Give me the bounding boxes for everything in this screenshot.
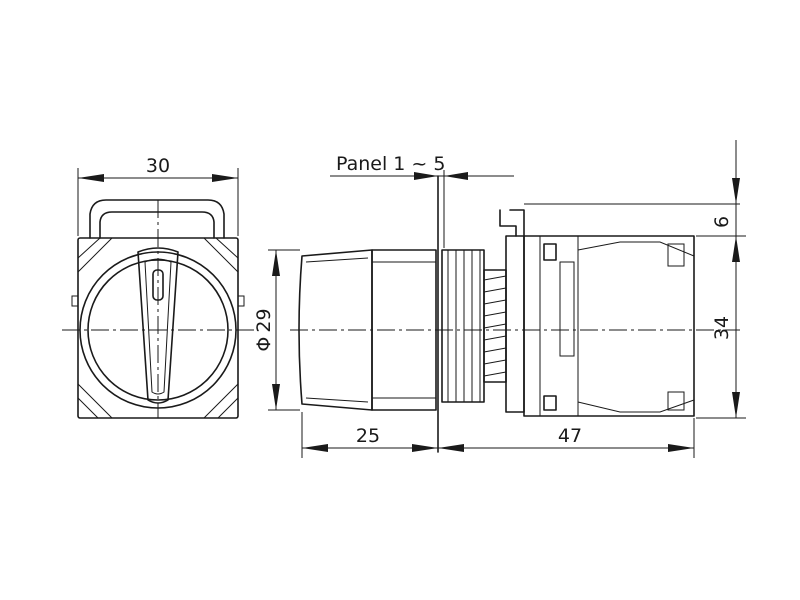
cap-front-edge [305, 257, 369, 403]
side-view [290, 175, 740, 453]
contact-block-profile [577, 241, 695, 413]
right-tab [237, 295, 245, 307]
diameter-value: 29 [253, 308, 275, 332]
contact-block [523, 235, 695, 417]
diameter-label: Φ 29 [253, 308, 275, 351]
dimension-height: 6 34 [696, 140, 746, 419]
bushing-thread [483, 275, 507, 377]
contact-terminal [543, 243, 557, 411]
rear-terminal [667, 243, 685, 411]
arrowhead [212, 174, 238, 182]
arrowhead [302, 444, 328, 452]
arrowhead [438, 444, 464, 452]
arrowhead [732, 178, 740, 204]
body-depth-label: 47 [558, 425, 582, 447]
width-label: 30 [146, 155, 170, 177]
panel-label: Panel 1 ~ 5 [336, 153, 445, 175]
top-guard [89, 199, 225, 239]
arrowhead [272, 384, 280, 410]
dimension-width: 30 [77, 155, 239, 236]
arrowhead [272, 250, 280, 276]
svg-text:Φ29: Φ 29 [253, 308, 275, 351]
top-offset-label: 6 [711, 216, 733, 228]
front-view [62, 199, 254, 419]
arrowhead [668, 444, 694, 452]
height-label-wrap: 34 [711, 316, 733, 340]
top-guard-inner [99, 211, 215, 239]
arrowhead [732, 392, 740, 418]
height-label: 34 [711, 316, 733, 340]
left-tab [71, 295, 79, 307]
dimension-front-depth: 25 [301, 412, 438, 458]
arrowhead [732, 236, 740, 262]
offset-label-wrap: 6 [711, 216, 733, 228]
cap-front [298, 249, 373, 411]
diameter-symbol: Φ [253, 337, 275, 352]
contact-spring [559, 261, 575, 357]
mounting-adaptor [505, 235, 525, 413]
dimension-diameter: Φ 29 [253, 249, 300, 411]
dimension-panel: Panel 1 ~ 5 [330, 153, 514, 248]
arrowhead [444, 172, 468, 180]
front-depth-label: 25 [356, 425, 380, 447]
cap-rear-edge [372, 261, 436, 399]
arrowhead [78, 174, 104, 182]
corner-hatch-bottom [77, 383, 239, 419]
ring-nut-knurl [447, 250, 481, 402]
corner-hatch-top [77, 237, 239, 273]
arrowhead [414, 172, 438, 180]
contact-block-section [539, 235, 579, 417]
dimension-body-depth: 47 [438, 418, 695, 458]
adaptor-latch [499, 209, 525, 237]
selector-lever-inner [144, 258, 172, 395]
selector-lever [137, 247, 179, 404]
arrowhead [412, 444, 438, 452]
